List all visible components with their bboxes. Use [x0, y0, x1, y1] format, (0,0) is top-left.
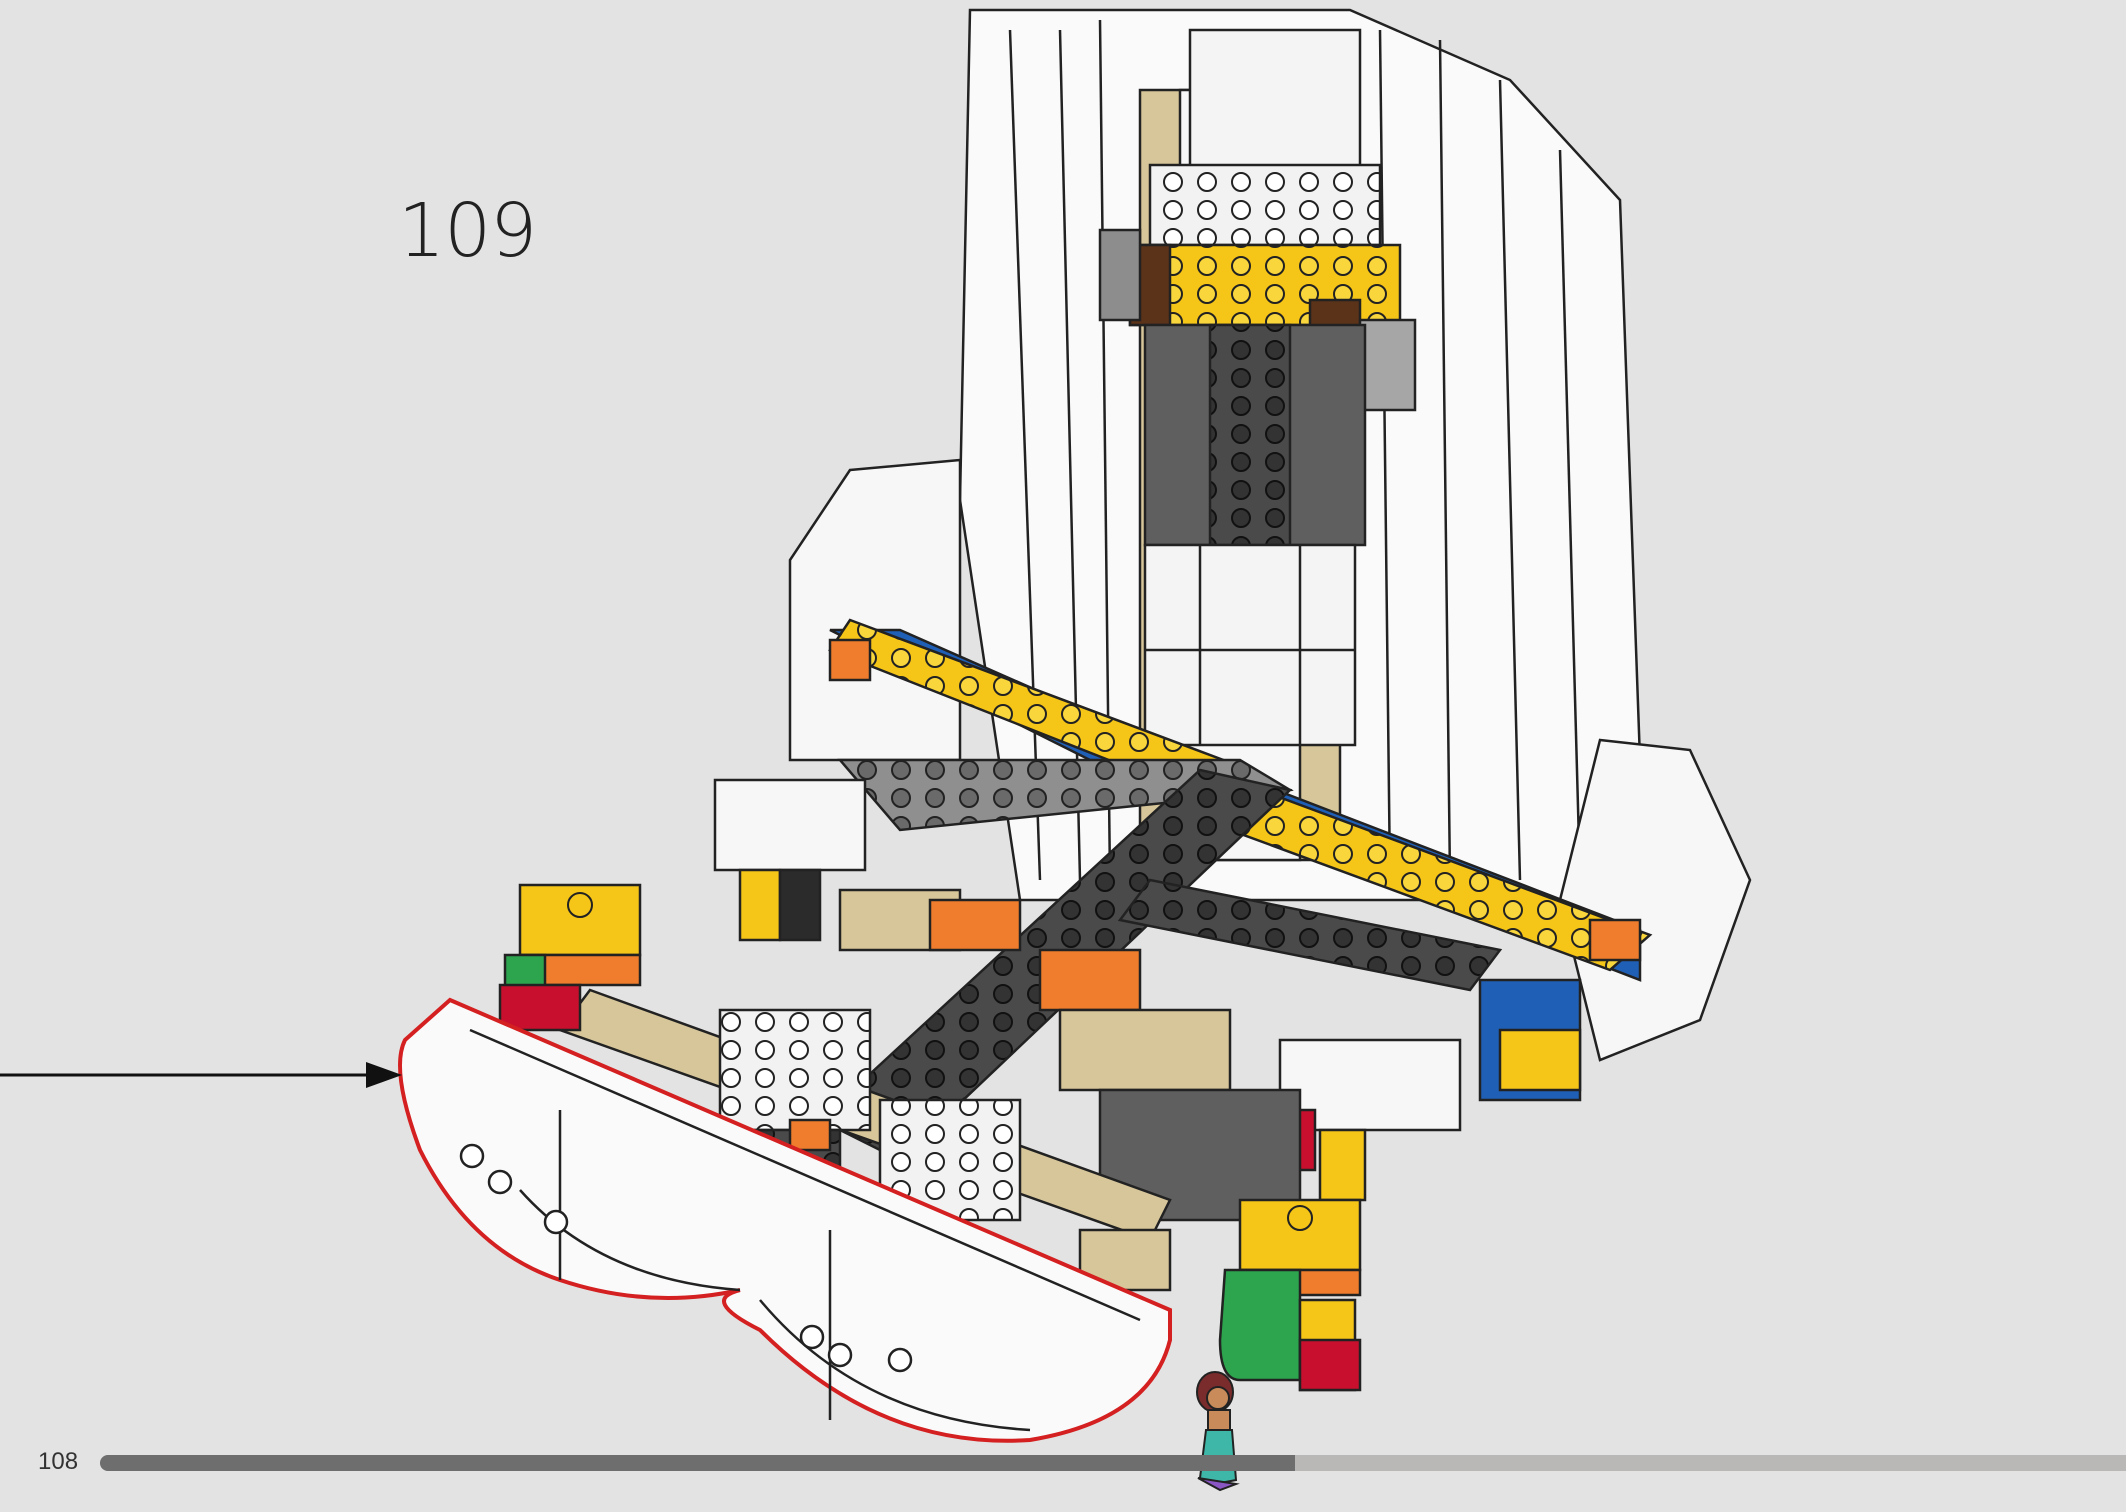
- new-part-highlight: [398, 997, 1172, 1443]
- corner-block-left: [498, 883, 642, 1032]
- corner-block-right: [1218, 1198, 1362, 1392]
- side-wings: [788, 458, 1752, 1062]
- minifigure-icon: [1196, 1371, 1240, 1492]
- progress-bar: [100, 1455, 2126, 1471]
- arrow-right-icon: [0, 1062, 402, 1088]
- back-tower: [958, 8, 1642, 902]
- step-number: 109: [398, 188, 537, 274]
- progress-fill: [100, 1455, 1296, 1471]
- yellow-beams: [828, 618, 1653, 982]
- page-number: 108: [38, 1448, 79, 1475]
